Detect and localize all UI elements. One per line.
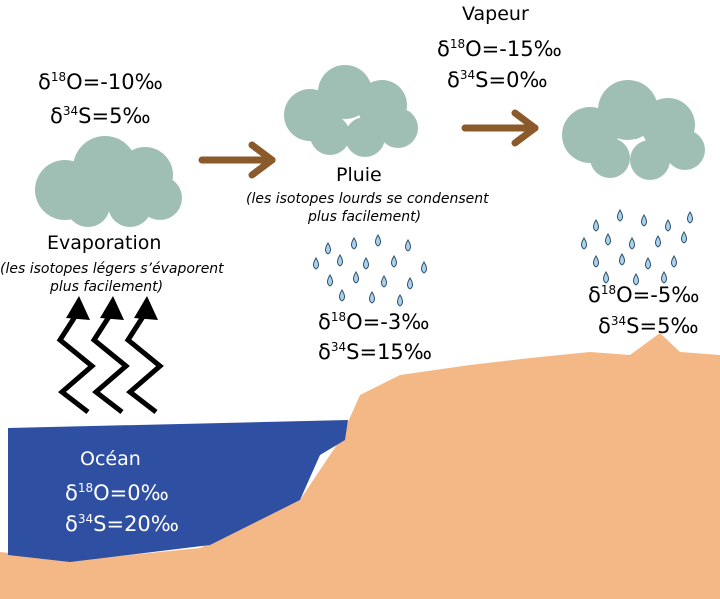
rain-drops-right [581,209,693,286]
rain-o18: δ18O=-3‰ [318,310,430,334]
vapour-s34: δ34S=0‰ [447,68,548,92]
land-rain-o18: δ18O=-5‰ [588,283,700,307]
ocean-o18: δ18O=0‰ [65,481,169,505]
ocean-label: Océan [80,448,141,470]
evaporation-o18: δ18O=-10‰ [38,70,163,94]
rain-label: Pluie [336,164,382,186]
land-cloud [562,80,705,180]
land [0,333,720,599]
evaporation-s34: δ34S=5‰ [50,104,151,128]
arrow-rain-to-vapour [461,109,539,147]
vapour-label: Vapeur [462,3,529,25]
rain-note-line1: (les isotopes lourds se condensent [246,191,489,207]
evaporation-arrows [56,310,164,414]
land-rain-s34: δ34S=5‰ [598,314,699,338]
rain-drops-middle [313,234,427,307]
evaporation-arrowheads [66,296,158,320]
rain-s34: δ34S=15‰ [318,340,432,364]
evaporation-note-line1: (les isotopes légers s’évaporent [0,261,224,277]
rain-cloud [284,65,418,157]
rain-note-line2: plus facilement) [308,209,422,225]
ocean-s34: δ34S=20‰ [65,512,179,536]
arrow-evaporation-to-rain [198,141,276,179]
evaporation-label: Evaporation [47,232,162,254]
vapour-o18: δ18O=-15‰ [437,37,562,61]
evaporation-cloud [35,136,182,227]
evaporation-note-line2: plus facilement) [50,279,164,295]
ocean [8,420,348,562]
